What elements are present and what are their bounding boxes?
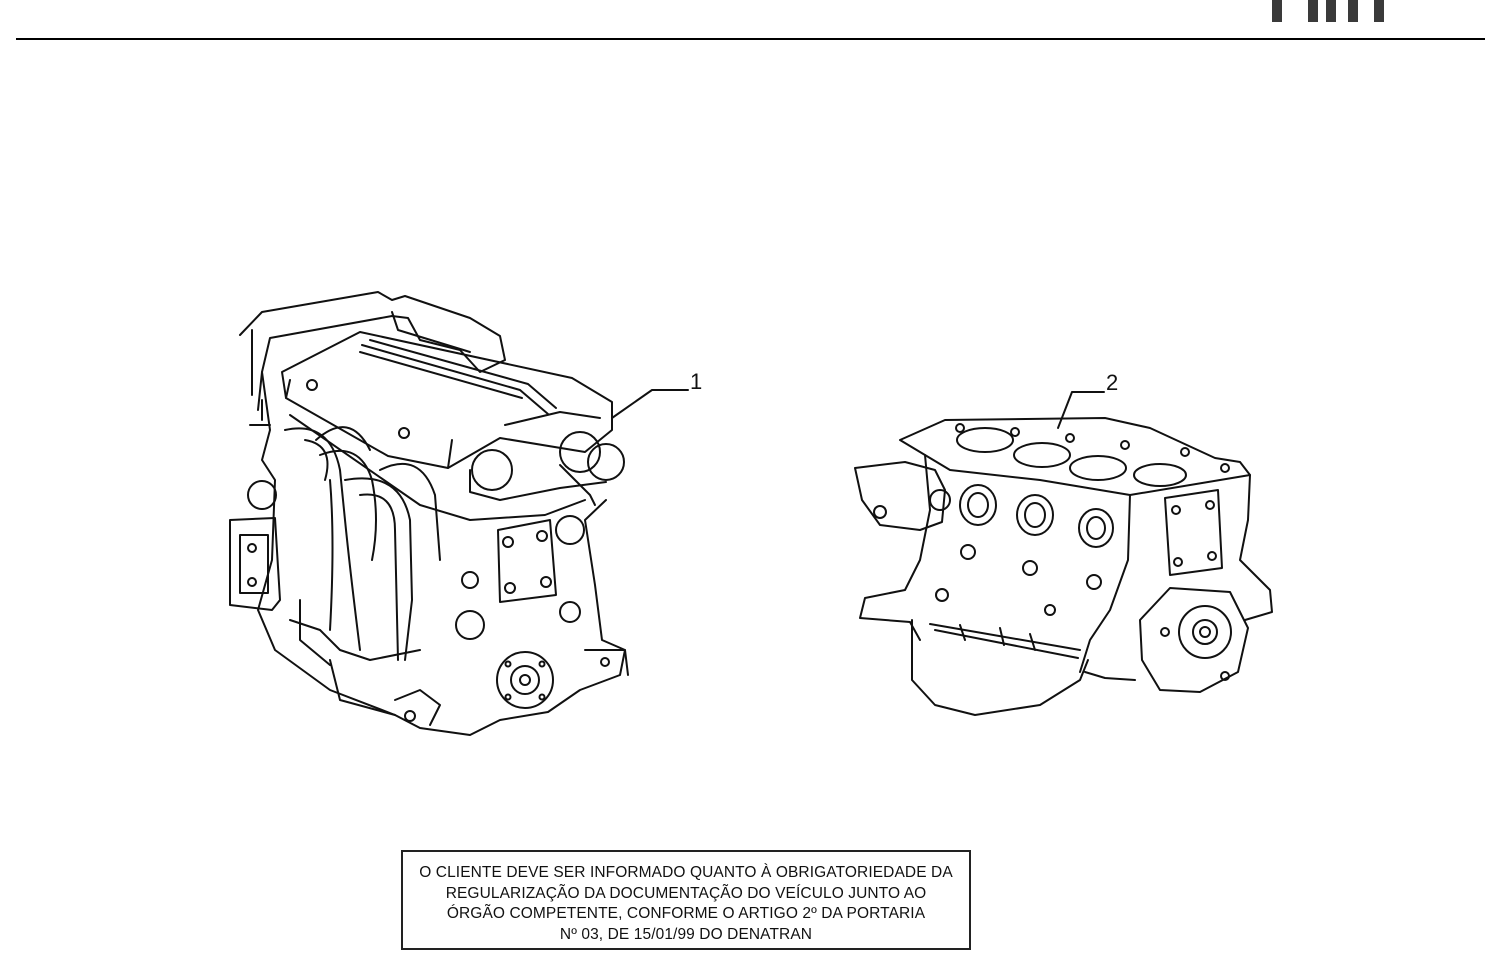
notice-line: ÓRGÃO COMPETENTE, CONFORME O ARTIGO 2º D…	[446, 905, 926, 922]
callout-label-2: 2	[1106, 370, 1119, 395]
notice-line: REGULARIZAÇÃO DA DOCUMENTAÇÃO DO VEÍCULO…	[445, 884, 927, 902]
callout-label-1: 1	[690, 369, 703, 394]
engine-assembly-drawing	[229, 291, 629, 736]
engine-block-drawing	[854, 417, 1273, 716]
legal-notice-box: O CLIENTE DEVE SER INFORMADO QUANTO À OB…	[401, 850, 971, 950]
fiat-logo	[1272, 0, 1384, 22]
header-rule	[16, 38, 1485, 40]
notice-line: O CLIENTE DEVE SER INFORMADO QUANTO À OB…	[419, 864, 953, 881]
notice-line: Nº 03, DE 15/01/99 DO DENATRAN	[559, 925, 813, 943]
